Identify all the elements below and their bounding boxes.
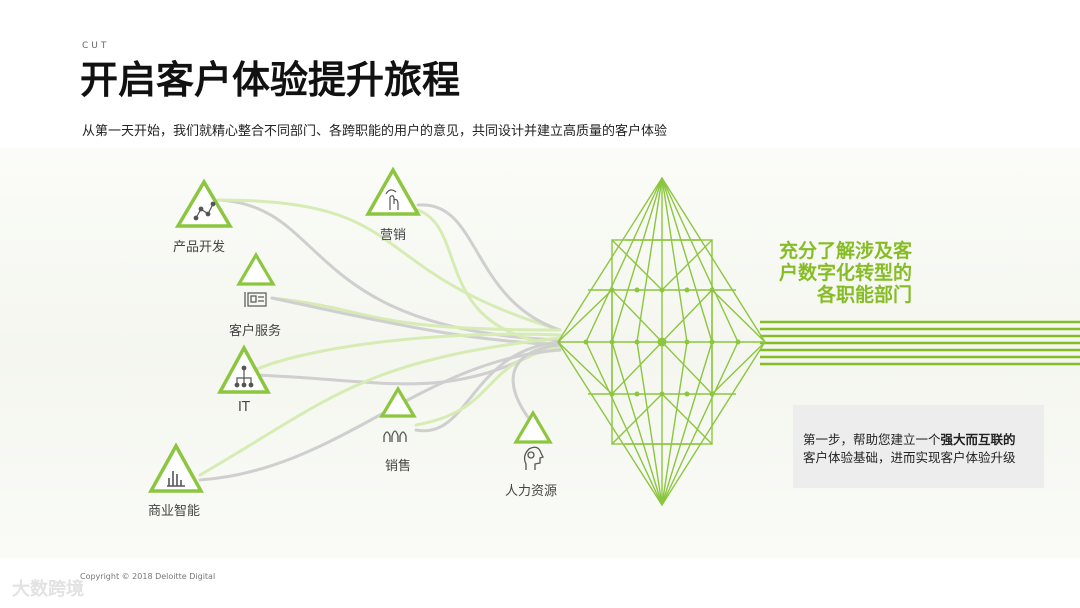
node-marketing	[368, 170, 418, 214]
footer-copyright: Copyright © 2018 Deloitte Digital	[80, 572, 215, 581]
people-icon	[384, 431, 406, 442]
note-suffix: 客户体验基础，进而实现客户体验升级	[803, 450, 1016, 465]
node-label-it: IT	[238, 400, 250, 415]
node-label-sales: 销售	[385, 455, 411, 474]
callout-line-3: 各职能部门	[767, 284, 912, 306]
node-label-customer-service: 客户服务	[229, 320, 281, 339]
node-label-marketing: 营销	[380, 224, 406, 243]
node-customer-service	[239, 255, 273, 307]
callout-text: 充分了解涉及客 户数字化转型的 各职能部门	[767, 240, 912, 306]
node-hr	[516, 413, 550, 470]
callout-line-1: 充分了解涉及客	[767, 240, 912, 262]
callout-line-2: 户数字化转型的	[767, 262, 912, 284]
note-prefix: 第一步，帮助您建立一个	[803, 432, 941, 447]
id-card-icon	[245, 292, 266, 307]
node-product-dev	[178, 182, 230, 226]
head-icon	[525, 447, 543, 470]
node-it	[220, 348, 268, 392]
note-highlight: 强大而互联的	[941, 432, 1016, 447]
node-label-product-dev: 产品开发	[173, 236, 225, 255]
node-sales	[382, 389, 414, 442]
output-stripes	[760, 322, 1080, 364]
node-business-intelligence	[151, 446, 201, 491]
node-label-hr: 人力资源	[505, 480, 557, 499]
node-label-business-intelligence: 商业智能	[148, 500, 200, 519]
watermark: 大数跨境	[12, 575, 84, 601]
first-step-note: 第一步，帮助您建立一个强大而互联的客户体验基础，进而实现客户体验升级	[793, 405, 1044, 488]
